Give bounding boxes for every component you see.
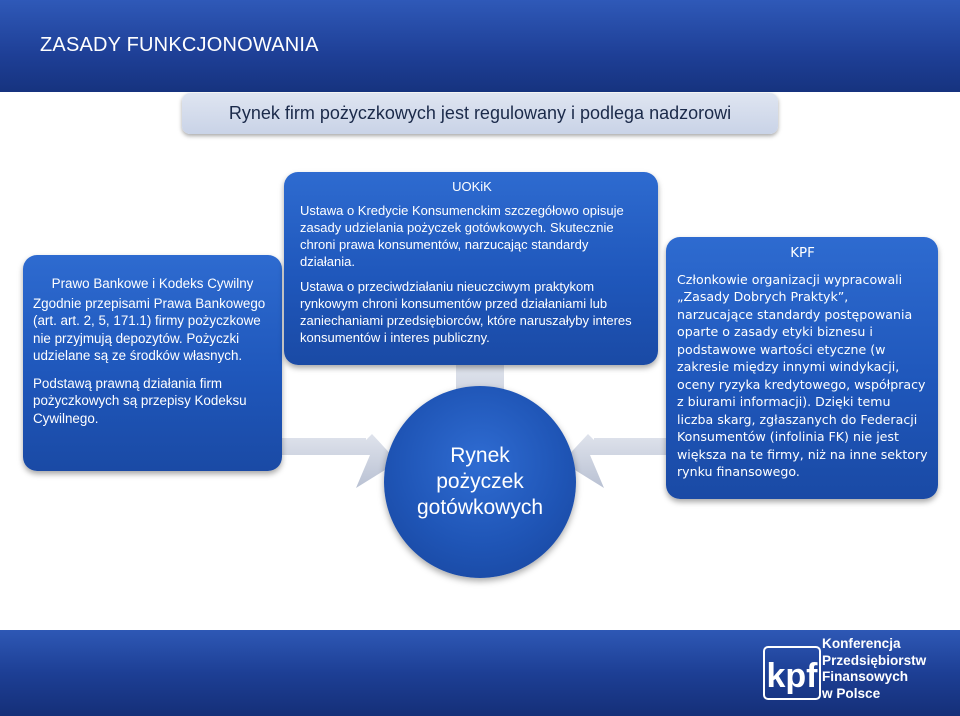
banking-law-paragraph-2: Podstawą prawną działania firm pożyczkow…: [33, 375, 247, 426]
cash-loan-market-circle: Rynek pożyczek gotówkowych: [384, 386, 576, 578]
kpf-box: KPF Członkowie organizacji wypracowali „…: [666, 237, 938, 499]
kpf-title: KPF: [790, 246, 815, 261]
arrow-from-kpf: [562, 434, 666, 488]
regulation-banner: Rynek firm pożyczkowych jest regulowany …: [182, 93, 778, 134]
banking-law-box: Prawo Bankowe i Kodeks Cywilny Zgodnie p…: [23, 255, 282, 471]
arrow-from-left-box: [282, 434, 398, 488]
banking-law-paragraph-1: Zgodnie przepisami Prawa Bankowego (art.…: [33, 295, 266, 364]
kpf-logo-mark: kpf: [763, 646, 821, 700]
page-title: ZASADY FUNKCJONOWANIA: [40, 34, 319, 56]
uokik-paragraph-2: Ustawa o przeciwdziałaniu nieuczciwym pr…: [300, 279, 632, 345]
logo-line-1: Konferencja: [822, 636, 901, 651]
uokik-paragraph-1: Ustawa o Kredycie Konsumenckim szczegóło…: [300, 203, 624, 269]
logo-text: Konferencja Przedsiębiorstw Finansowych …: [822, 636, 926, 702]
circle-label: Rynek pożyczek gotówkowych: [416, 444, 544, 519]
uokik-box: UOKiK Ustawa o Kredycie Konsumenckim szc…: [284, 172, 658, 365]
top-band: [0, 0, 960, 92]
footer-band: [0, 630, 960, 716]
logo-line-4: w Polsce: [822, 685, 881, 701]
logo-line-2: Przedsiębiorstw: [822, 652, 927, 668]
banking-law-title: Prawo Bankowe i Kodeks Cywilny: [51, 276, 254, 291]
kpf-paragraph: Członkowie organizacji wypracowali „Zasa…: [677, 271, 928, 480]
logo-mark-text: kpf: [767, 657, 819, 695]
banner-text: Rynek firm pożyczkowych jest regulowany …: [228, 103, 732, 123]
uokik-title: UOKiK: [452, 179, 492, 194]
logo-line-3: Finansowych: [822, 669, 909, 684]
